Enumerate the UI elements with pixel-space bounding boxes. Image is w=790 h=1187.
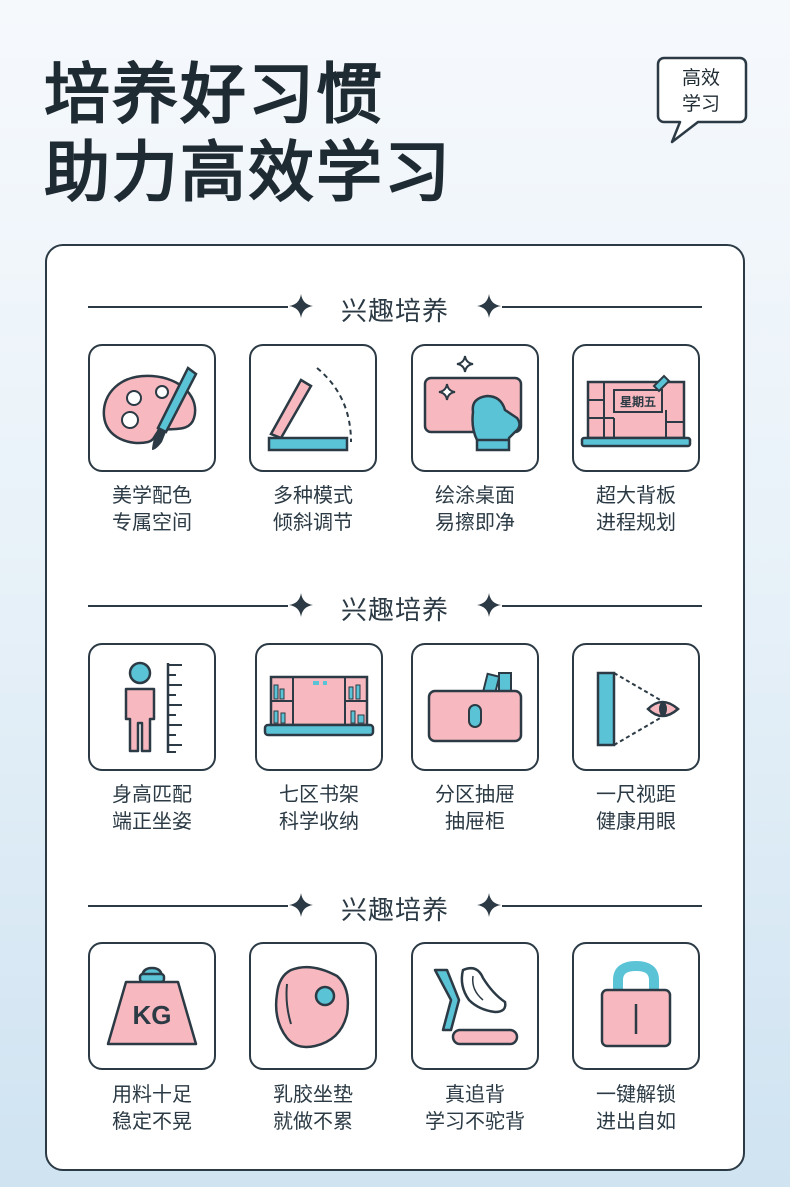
lock-icon (600, 960, 672, 1048)
planner-board-icon: 星期五 (580, 374, 692, 448)
wipe-clean-icon (423, 355, 523, 452)
section-heading-2: 兴趣培养 (88, 586, 702, 626)
bookshelf-icon (263, 675, 375, 737)
tilt-board-icon (267, 367, 352, 452)
eye-distance-icon (596, 671, 680, 747)
feature-caption: 真追背学习不驼背 (425, 1082, 525, 1133)
feature-caption: 绘涂桌面易擦即净 (435, 483, 515, 534)
speech-bubble-badge: 高效 学习 (660, 60, 742, 122)
feature-tile-wipe (411, 344, 539, 472)
page-title-line1: 培养好习惯 (44, 56, 384, 133)
feature-caption: 超大背板进程规划 (596, 483, 676, 534)
feature-tile-planner: 星期五 (572, 344, 700, 472)
feature-tile-height (88, 643, 216, 771)
chair-back-icon (433, 967, 519, 1046)
section-heading-label: 兴趣培养 (340, 596, 449, 626)
speech-bubble-icon (656, 56, 748, 144)
feature-tile-cushion (249, 942, 377, 1070)
sparkle-icon (289, 294, 313, 318)
feature-caption: 一尺视距健康用眼 (596, 782, 676, 833)
feature-caption: 分区抽屉抽屉柜 (435, 782, 515, 833)
sparkle-icon (289, 893, 313, 917)
badge-line1: 高效 (681, 67, 720, 89)
section-heading-label: 兴趣培养 (340, 297, 449, 327)
section-heading-1: 兴趣培养 (88, 287, 702, 327)
feature-tile-bookshelf (255, 643, 383, 771)
palette-icon (102, 366, 198, 450)
badge-line2: 学习 (681, 93, 720, 115)
section-heading-label: 兴趣培养 (340, 896, 449, 926)
feature-caption: 身高匹配端正坐姿 (112, 782, 192, 833)
weight-kg-icon: KG (106, 966, 198, 1046)
weight-badge-text: KG (133, 1000, 172, 1030)
feature-tile-tilt (249, 344, 377, 472)
drawer-icon (427, 672, 523, 743)
feature-caption: 乳胶坐垫就做不累 (273, 1082, 353, 1133)
height-match-icon (124, 661, 182, 753)
sparkle-icon (289, 593, 313, 617)
sparkle-icon (477, 893, 501, 917)
section-heading-3: 兴趣培养 (88, 886, 702, 926)
sparkle-icon (477, 294, 501, 318)
feature-tile-palette (88, 344, 216, 472)
feature-caption: 一键解锁进出自如 (596, 1082, 676, 1133)
feature-tile-drawer (411, 643, 539, 771)
latex-cushion-icon (274, 965, 350, 1049)
page-title-line2: 助力高效学习 (44, 134, 452, 211)
feature-caption: 七区书架科学收纳 (279, 782, 359, 833)
feature-tile-weight: KG (88, 942, 216, 1070)
feature-tile-chair (411, 942, 539, 1070)
planner-badge-text: 星期五 (620, 394, 656, 409)
feature-tile-eye-distance (572, 643, 700, 771)
feature-caption: 美学配色专属空间 (112, 483, 192, 534)
feature-caption: 用料十足稳定不晃 (112, 1082, 192, 1133)
feature-tile-lock (572, 942, 700, 1070)
sparkle-icon (477, 593, 501, 617)
feature-caption: 多种模式倾斜调节 (273, 483, 353, 534)
